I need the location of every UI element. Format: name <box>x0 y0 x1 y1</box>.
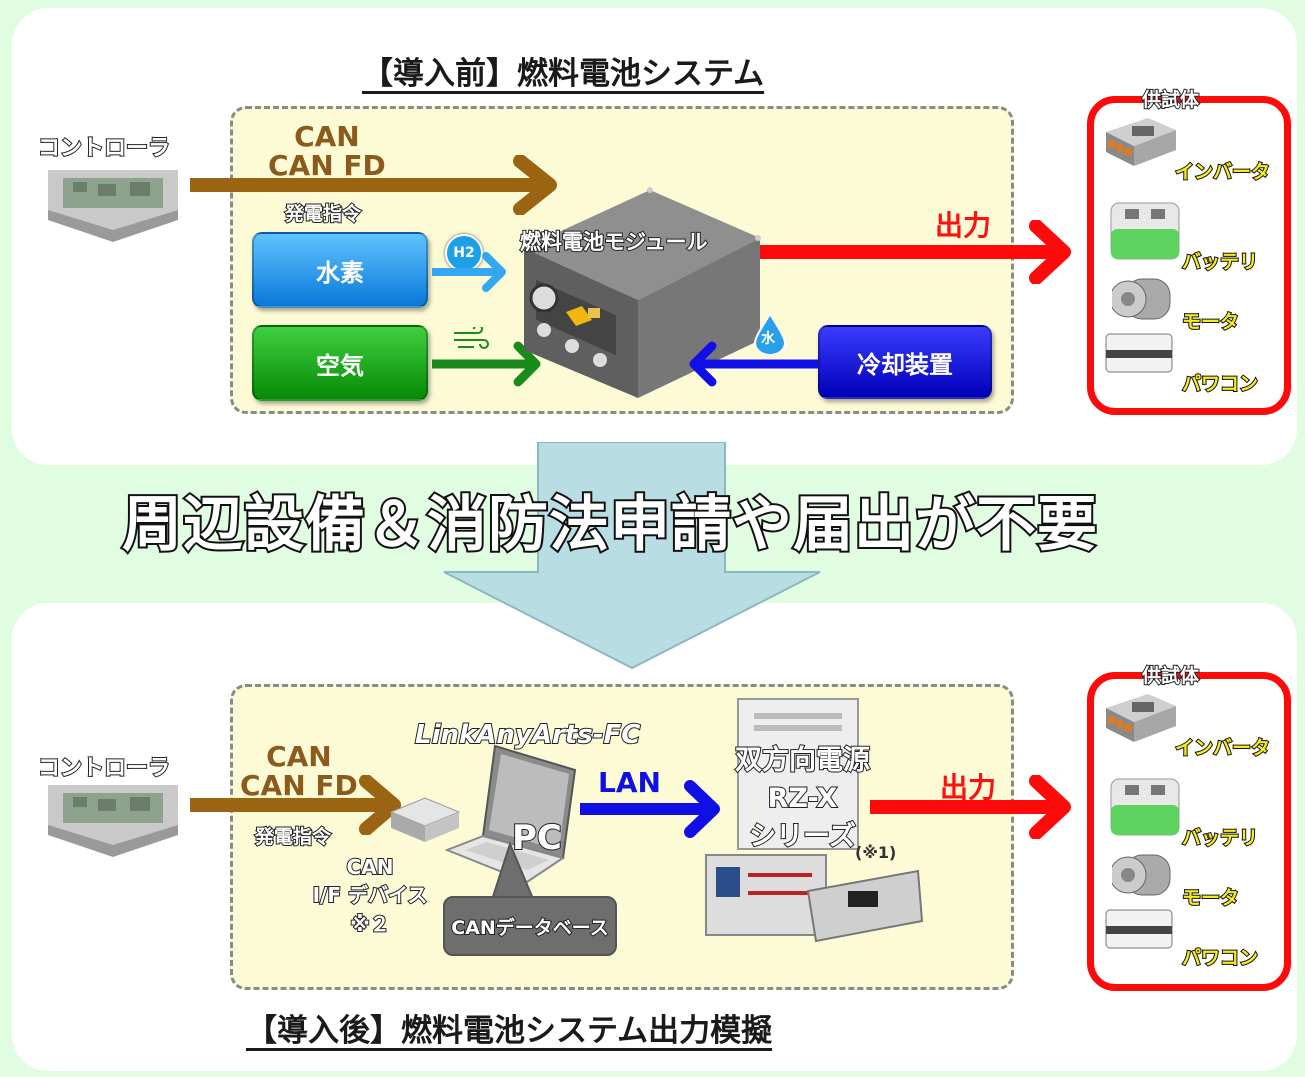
after-command-label: 発電指令 <box>254 825 332 849</box>
h2-text: H2 <box>453 245 475 261</box>
power-supply-line-1: 双方向電源 <box>734 744 871 777</box>
after-dut-battery: バッテリ <box>1181 826 1259 850</box>
after-dut-inverter: インバータ <box>1174 736 1271 760</box>
hydrogen-button: 水素 <box>252 232 428 308</box>
cooling-button: 冷却装置 <box>818 325 992 399</box>
after-title: 【導入後】燃料電池システム出力模擬 <box>246 1013 773 1049</box>
can-database-label: CANデータベース <box>450 916 610 940</box>
after-system-area <box>230 684 1014 990</box>
power-supply-icon <box>705 698 924 943</box>
power-conditioner-icon <box>1105 333 1173 373</box>
before-canfd-text: CAN FD <box>268 149 386 182</box>
can-database-box: CANデータベース <box>443 896 617 956</box>
after-controller-label: コントローラ <box>37 755 171 782</box>
after-controller-board-icon <box>48 785 178 857</box>
before-controller-label: コントローラ <box>37 135 171 162</box>
after-inverter-icon <box>1106 694 1176 742</box>
before-dut-pcs: パワコン <box>1181 372 1259 396</box>
before-dut-title: 供試体 <box>1141 88 1200 112</box>
after-battery-icon <box>1110 778 1180 836</box>
wind-icon <box>454 327 489 349</box>
after-canfd-text: CAN FD <box>240 769 358 802</box>
after-motor-icon <box>1112 854 1171 896</box>
inverter-icon <box>1106 118 1176 166</box>
power-supply-label: 双方向電源 RZ-X シリーズ <box>715 742 890 856</box>
air-arrow <box>432 341 541 387</box>
note-1: (※1) <box>855 843 897 862</box>
can-if-line-3: ※２ <box>349 911 390 937</box>
after-power-conditioner-icon <box>1105 909 1173 949</box>
water-drop-icon <box>753 312 787 356</box>
hydrogen-arrow <box>432 252 506 292</box>
cooling-arrow <box>689 341 818 387</box>
fuel-cell-module-icon <box>523 187 761 398</box>
after-output-label: 出力 <box>940 771 997 804</box>
controller-board-icon <box>48 170 178 242</box>
pc-label: PC <box>511 817 563 859</box>
after-dut-motor: モータ <box>1181 886 1240 910</box>
after-output-arrow <box>870 775 1071 839</box>
power-supply-line-2: RZ-X <box>767 782 839 815</box>
water-badge-text: 水 <box>761 331 775 347</box>
software-label: LinkAnyArts-FC <box>414 719 641 751</box>
before-dut-battery: バッテリ <box>1181 250 1259 274</box>
fuel-cell-module-label: 燃料電池モジュール <box>519 229 709 255</box>
before-can-label: CAN CAN FD <box>268 122 386 180</box>
middle-banner: 周辺設備＆消防法申請や届出が不要 <box>120 488 1099 562</box>
laptop-pc-icon <box>445 744 577 884</box>
after-can-arrow <box>190 775 401 835</box>
lan-arrow <box>580 780 720 838</box>
before-output-label: 出力 <box>935 209 992 242</box>
before-command-label: 発電指令 <box>284 202 362 226</box>
before-can-arrow <box>190 155 557 215</box>
after-dut-title: 供試体 <box>1141 664 1200 688</box>
before-output-arrow <box>760 220 1071 284</box>
can-if-label: CAN I/F デバイス ※２ <box>300 854 440 937</box>
transition-arrow <box>443 442 821 670</box>
can-if-line-2: I/F デバイス <box>312 882 429 908</box>
air-button: 空気 <box>252 325 428 401</box>
lan-label: LAN <box>598 766 661 799</box>
after-can-text: CAN <box>266 740 332 773</box>
before-title: 【導入前】燃料電池システム <box>362 56 765 92</box>
before-dut-inverter: インバータ <box>1174 160 1271 184</box>
battery-icon <box>1110 202 1180 260</box>
after-dut-pcs: パワコン <box>1181 946 1259 970</box>
before-can-text: CAN <box>294 120 360 153</box>
motor-icon <box>1112 278 1171 320</box>
can-if-device-icon <box>389 797 461 842</box>
can-if-line-1: CAN <box>346 854 395 880</box>
h2-badge: H2 <box>445 234 483 272</box>
before-dut-motor: モータ <box>1181 310 1240 334</box>
power-supply-line-3: シリーズ <box>748 820 857 853</box>
after-can-label: CAN CAN FD <box>240 742 358 800</box>
